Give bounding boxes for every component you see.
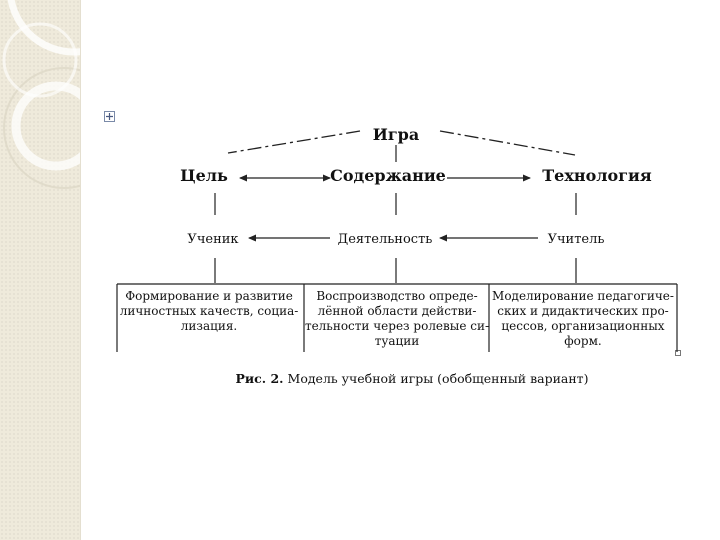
figure-caption: Рис. 2. Модель учебной игры (обобщенный …	[236, 371, 589, 386]
cell-technology-line-4: форм.	[564, 334, 601, 348]
node-technology: Технология	[542, 166, 652, 185]
cell-technology-line-2: ских и дидактических про-	[497, 304, 668, 318]
cell-goal-line-3: лизация.	[181, 319, 237, 333]
node-goal: Цель	[180, 166, 228, 185]
root-left-branch	[227, 130, 361, 154]
node-content: Содержание	[330, 166, 446, 185]
caption-text: Модель учебной игры (обобщенный вариант)	[284, 371, 589, 386]
cell-goal-line-2: личностных качеств, социа-	[120, 304, 299, 318]
cell-content-line-1: Воспроизводство опреде-	[316, 289, 477, 303]
root-right-branch	[439, 130, 576, 156]
node-student: Ученик	[187, 232, 238, 247]
resize-handle[interactable]	[675, 350, 681, 356]
cell-goal-line-1: Формирование и развитие	[125, 289, 293, 303]
decorative-circles	[2, 0, 80, 189]
cell-technology-line-3: цессов, организационных	[501, 319, 664, 333]
cell-content-line-2: лённой области действи-	[318, 304, 477, 318]
cell-content-line-3: тельности через ролевые си-	[305, 319, 489, 333]
cell-technology-line-1: Моделирование педагогиче-	[492, 289, 674, 303]
node-activity: Деятельность	[338, 232, 433, 247]
node-teacher: Учитель	[548, 232, 605, 247]
cell-content-line-4: туации	[375, 334, 420, 348]
decorative-sidebar	[0, 0, 81, 540]
move-anchor-icon[interactable]	[104, 111, 115, 122]
root-node: Игра	[373, 125, 419, 144]
caption-number: Рис. 2.	[236, 371, 284, 386]
